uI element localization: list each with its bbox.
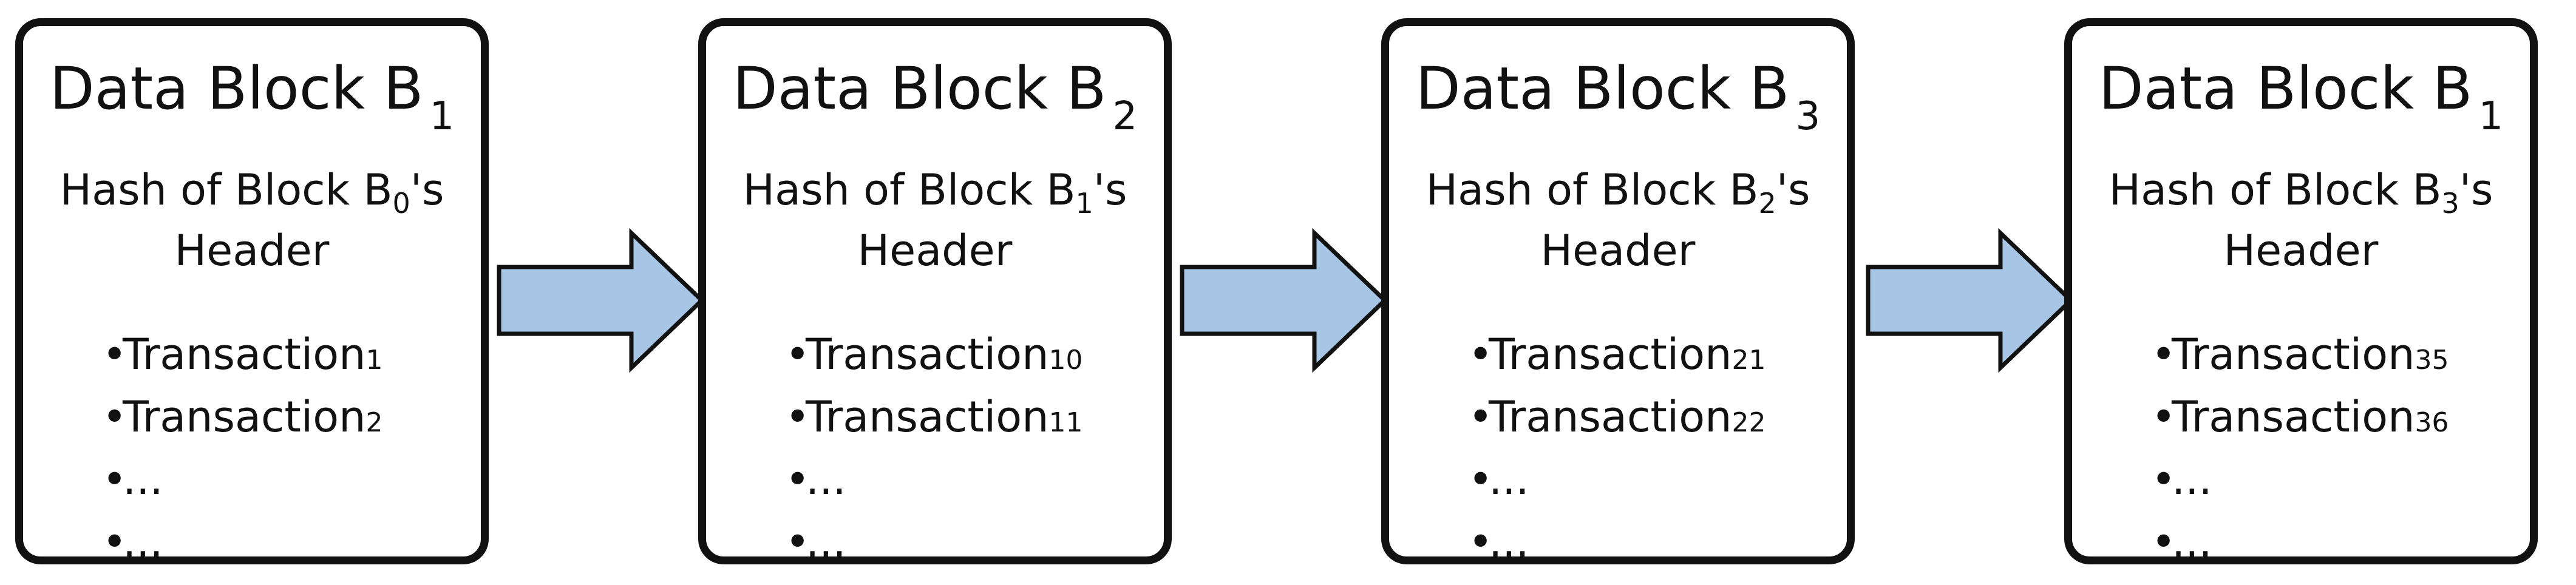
hash-subscript: 3 bbox=[2441, 187, 2459, 220]
list-item: •... bbox=[1468, 448, 1765, 511]
block-title-text: Data Block B bbox=[2098, 55, 2473, 123]
hash-line2: Header bbox=[2223, 226, 2379, 276]
bullet-icon: • bbox=[785, 517, 811, 567]
arrow-right-icon bbox=[1866, 228, 2075, 373]
hash-suffix: 's bbox=[1093, 165, 1127, 215]
bullet-icon: • bbox=[1468, 517, 1494, 567]
block-title-text: Data Block B bbox=[49, 55, 424, 123]
list-item: •... bbox=[2151, 511, 2449, 573]
hash-line2: Header bbox=[857, 226, 1013, 276]
bullet-icon: • bbox=[785, 455, 811, 504]
bullet-icon: • bbox=[2151, 330, 2177, 379]
hash-subscript: 2 bbox=[1758, 187, 1776, 220]
hash-suffix: 's bbox=[410, 165, 444, 215]
block-title-text: Data Block B bbox=[1415, 55, 1790, 123]
transaction-label: Transaction bbox=[2172, 392, 2415, 442]
transaction-label: Transaction bbox=[1489, 330, 1732, 379]
block-title-subscript: 1 bbox=[2478, 94, 2504, 139]
transaction-label: ... bbox=[1489, 517, 1529, 567]
transaction-label: ... bbox=[123, 517, 163, 567]
transaction-label: ... bbox=[2172, 455, 2212, 504]
hash-prefix: Hash of Block B bbox=[1426, 165, 1759, 215]
bullet-icon: • bbox=[102, 455, 127, 504]
transaction-label: Transaction bbox=[123, 330, 366, 379]
block-title-subscript: 3 bbox=[1795, 94, 1821, 139]
block-hash-label: Hash of Block B3's Header bbox=[2072, 160, 2530, 281]
transaction-label: Transaction bbox=[2172, 330, 2415, 379]
bullet-icon: • bbox=[102, 517, 127, 567]
hash-line2: Header bbox=[1540, 226, 1696, 276]
transaction-label: ... bbox=[123, 455, 163, 504]
bullet-icon: • bbox=[785, 392, 811, 442]
arrow-right-icon bbox=[1180, 228, 1388, 373]
transaction-label: ... bbox=[806, 455, 846, 504]
list-item: •... bbox=[2151, 448, 2449, 511]
transaction-label: ... bbox=[806, 517, 846, 567]
hash-suffix: 's bbox=[2459, 165, 2493, 215]
bullet-icon: • bbox=[1468, 330, 1494, 379]
transaction-label: ... bbox=[2172, 517, 2212, 567]
bullet-icon: • bbox=[2151, 517, 2177, 567]
bullet-icon: • bbox=[102, 330, 127, 379]
block-title-subscript: 2 bbox=[1112, 94, 1138, 139]
hash-prefix: Hash of Block B bbox=[743, 165, 1076, 215]
block-title-text: Data Block B bbox=[732, 55, 1107, 123]
list-item: •... bbox=[785, 511, 1082, 573]
hash-subscript: 1 bbox=[1075, 187, 1093, 220]
bullet-icon: • bbox=[102, 392, 127, 442]
transaction-label: ... bbox=[1489, 455, 1529, 504]
block-title-subscript: 1 bbox=[429, 94, 455, 139]
bullet-icon: • bbox=[1468, 455, 1494, 504]
bullet-icon: • bbox=[2151, 455, 2177, 504]
hash-line2: Header bbox=[174, 226, 330, 276]
list-item: •... bbox=[1468, 511, 1765, 573]
hash-suffix: 's bbox=[1776, 165, 1810, 215]
hash-prefix: Hash of Block B bbox=[59, 165, 393, 215]
arrow-right-icon bbox=[497, 228, 705, 373]
transaction-label: Transaction bbox=[806, 392, 1049, 442]
transaction-label: Transaction bbox=[123, 392, 366, 442]
list-item: •... bbox=[102, 448, 382, 511]
transaction-label: Transaction bbox=[1489, 392, 1732, 442]
hash-prefix: Hash of Block B bbox=[2109, 165, 2442, 215]
bullet-icon: • bbox=[1468, 392, 1494, 442]
block-hash-label: Hash of Block B1's Header bbox=[706, 160, 1164, 281]
list-item: •... bbox=[102, 511, 382, 573]
bullet-icon: • bbox=[2151, 392, 2177, 442]
block-hash-label: Hash of Block B0's Header bbox=[23, 160, 481, 281]
block-hash-label: Hash of Block B2's Header bbox=[1389, 160, 1847, 281]
hash-subscript: 0 bbox=[392, 187, 410, 220]
list-item: •... bbox=[785, 448, 1082, 511]
bullet-icon: • bbox=[785, 330, 811, 379]
transaction-label: Transaction bbox=[806, 330, 1049, 379]
